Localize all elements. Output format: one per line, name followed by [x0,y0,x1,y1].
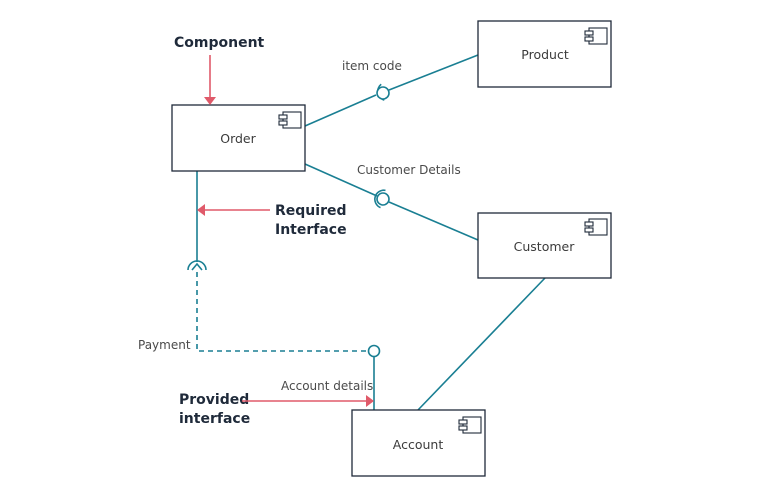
component-product[interactable]: Product [477,20,612,88]
ball-icon-customer-details [376,192,390,206]
callout-provided-line2: interface [179,411,250,427]
interface-label-item-code: item code [342,59,402,73]
component-customer[interactable]: Customer [477,212,612,279]
connector-customer-account [417,277,546,411]
callout-required-line2: Interface [275,222,347,238]
connector-item-code-product [388,54,479,91]
component-icon [458,416,482,434]
callout-required-line1: Required [275,203,346,219]
component-order[interactable]: Order [171,104,306,172]
component-customer-label: Customer [514,239,576,254]
component-account-label: Account [393,437,444,452]
connectors [187,54,546,411]
component-icon [584,27,608,45]
callout-arrowhead-required [197,204,205,216]
ball-icon-item-code [376,86,390,100]
callout-component: Component [174,35,265,51]
component-icon [278,111,302,129]
interface-label-account-details: Account details [281,379,373,393]
callout-arrowhead-provided [366,395,374,407]
socket-icon-customer-details [374,189,386,209]
required-arrow-icon [191,262,203,271]
connector-order-customer-details [304,163,378,197]
component-product-label: Product [521,47,569,62]
callout-arrowhead-component [204,97,216,105]
callout-provided-line1: Provided [179,392,249,408]
interface-label-customer-details: Customer Details [357,163,461,177]
interface-label-payment: Payment [138,338,191,352]
component-order-label: Order [220,131,256,146]
connector-customer-details-customer [388,201,479,241]
socket-icon-payment [187,260,207,271]
ball-icon-payment [367,344,381,358]
component-icon [584,218,608,236]
dependency-payment [196,272,368,352]
connector-order-item-code [304,94,377,127]
component-account[interactable]: Account [351,409,486,477]
